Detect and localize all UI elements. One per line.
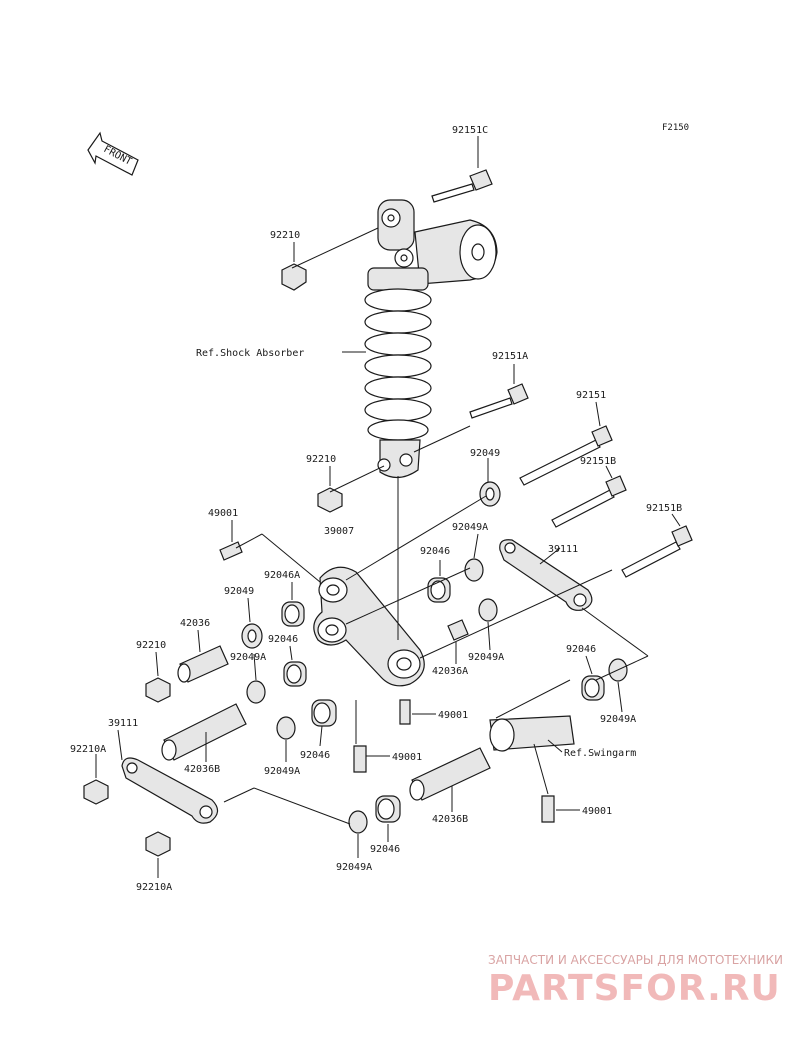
callout-part-number[interactable]: 92046A	[264, 570, 300, 581]
shock-spring	[364, 288, 432, 441]
callout-part-number[interactable]: 92049A	[336, 862, 372, 873]
callout-part-number[interactable]: 92210	[270, 230, 300, 241]
watermark-tagline: ЗАПЧАСТИ И АКСЕССУАРЫ ДЛЯ МОТОТЕХНИКИ	[488, 953, 783, 967]
washer-92049a-bottom	[348, 810, 368, 834]
sleeve-42036	[177, 645, 229, 683]
callout-part-number[interactable]: 92151A	[492, 351, 528, 362]
callout-part-number[interactable]: 92049	[224, 586, 254, 597]
callout-part-number[interactable]: 92049A	[600, 714, 636, 725]
needle-bearing-92046a	[281, 601, 305, 627]
callout-part-number[interactable]: 42036A	[432, 666, 468, 677]
washer-92049a-left	[246, 680, 266, 704]
shock-absorber	[364, 199, 498, 479]
needle-bearing-92046-bottom	[375, 795, 401, 823]
ref-swingarm-label: Ref.Swingarm	[564, 748, 636, 759]
needle-bearing-92046-right	[581, 675, 605, 701]
leader-lines	[95, 136, 681, 878]
grease-nipple-49001-mid	[399, 699, 411, 725]
bolt-92151b-upper	[551, 475, 627, 528]
nut-92210a-bottom	[145, 831, 171, 857]
callout-part-number[interactable]: 39111	[548, 544, 578, 555]
grease-nipple-49001-top	[219, 541, 243, 561]
watermark-brand: PARTSFOR.RU	[488, 968, 781, 1009]
callout-part-number[interactable]: 42036B	[432, 814, 468, 825]
nut-92210a-top	[83, 779, 109, 805]
callout-part-number[interactable]: 49001	[582, 806, 612, 817]
needle-bearing-92046-low	[311, 699, 337, 727]
callout-part-number[interactable]: 92049A	[452, 522, 488, 533]
sleeve-42036b-right	[409, 747, 491, 801]
callout-part-number[interactable]: 92210	[306, 454, 336, 465]
callout-part-number[interactable]: 92049A	[264, 766, 300, 777]
washer-92049a-low	[276, 716, 296, 740]
watermark: ЗАПЧАСТИ И АКСЕССУАРЫ ДЛЯ МОТОТЕХНИКИ PA…	[488, 953, 783, 1009]
callouts: 92151C 92210 92151A 92151 92210 92049 92…	[70, 125, 682, 893]
callout-part-number[interactable]: 42036	[180, 618, 210, 629]
figure-code: F2150	[662, 123, 689, 133]
nut-92210-left	[145, 677, 171, 703]
callout-part-number[interactable]: 92151B	[580, 456, 616, 467]
callout-part-number[interactable]: 92151	[576, 390, 606, 401]
bolt-92151	[519, 425, 613, 486]
washer-92049a-top	[464, 558, 484, 582]
callout-part-number[interactable]: 92049	[470, 448, 500, 459]
callout-part-number[interactable]: 39007	[324, 526, 354, 537]
callout-part-number[interactable]: 92046	[300, 750, 330, 761]
needle-bearing-92046-top	[427, 577, 451, 603]
callout-part-number[interactable]: 92046	[370, 844, 400, 855]
assembly-lines	[223, 227, 649, 825]
nut-92210-top	[281, 263, 307, 291]
front-arrow-icon: FRONT	[87, 131, 139, 176]
callout-part-number[interactable]: 39111	[108, 718, 138, 729]
ref-shock-absorber-label: Ref.Shock Absorber	[196, 348, 304, 359]
callout-part-number[interactable]: 92049A	[230, 652, 266, 663]
callout-part-number[interactable]: 92210	[136, 640, 166, 651]
grease-nipple-49001-low	[353, 745, 367, 773]
bolt-92151c	[431, 169, 493, 203]
callout-part-number[interactable]: 92046	[268, 634, 298, 645]
callout-part-number[interactable]: 92151B	[646, 503, 682, 514]
callout-part-number[interactable]: 92049A	[468, 652, 504, 663]
bolt-92151a	[469, 383, 529, 419]
sleeve-42036b-left	[161, 703, 247, 761]
tie-rod-39111-left	[121, 757, 219, 824]
callout-part-number[interactable]: 49001	[392, 752, 422, 763]
callout-part-number[interactable]: 92046	[420, 546, 450, 557]
callout-part-number[interactable]: 49001	[208, 508, 238, 519]
sleeve-42036a	[447, 619, 469, 641]
callout-part-number[interactable]: 92210A	[70, 744, 106, 755]
bolt-92151b-lower	[621, 525, 693, 578]
callout-part-number[interactable]: 92046	[566, 644, 596, 655]
rocker-arm-39007	[313, 566, 425, 687]
callout-part-number[interactable]: 49001	[438, 710, 468, 721]
needle-bearing-92046-left	[283, 661, 307, 687]
callout-part-number[interactable]: 92151C	[452, 125, 488, 136]
callout-part-number[interactable]: 42036B	[184, 764, 220, 775]
grease-nipple-49001-right	[541, 795, 555, 823]
washer-92049a-mid	[478, 598, 498, 622]
tie-rod-39111-right	[499, 539, 593, 611]
nut-92210-mid	[317, 487, 343, 513]
swingarm-boss	[489, 715, 575, 752]
callout-part-number[interactable]: 92210A	[136, 882, 172, 893]
